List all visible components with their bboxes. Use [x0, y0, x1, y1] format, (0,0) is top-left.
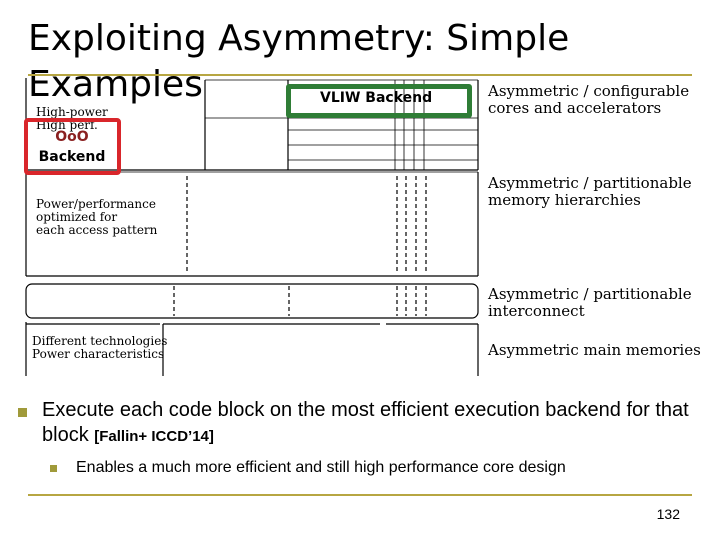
cores-accelerators-label: Asymmetric / configurable cores and acce… — [488, 83, 689, 117]
main-memory-label: Different technologies Power characteris… — [32, 335, 167, 361]
memory-label-line: each access pattern — [36, 223, 158, 237]
interconnect-label: Asymmetric / partitionable interconnect — [488, 286, 692, 320]
main-memories-label: Asymmetric main memories — [488, 342, 701, 359]
main-bullet-text: Execute each code block on the most effi… — [42, 399, 689, 446]
sub-bullet-square-icon — [50, 465, 57, 472]
footer-divider — [28, 494, 692, 496]
title-divider — [28, 74, 692, 76]
main-bullet: Execute each code block on the most effi… — [42, 398, 707, 449]
memory-label-line: Power/performance — [36, 197, 156, 211]
right-label-line: Asymmetric / configurable — [488, 82, 690, 100]
right-label-line: memory hierarchies — [488, 191, 641, 209]
right-label-line: interconnect — [488, 302, 585, 320]
memory-hierarchy-label: Power/performance optimized for each acc… — [36, 198, 157, 237]
sub-bullet-text: Enables a much more efficient and still … — [76, 459, 566, 476]
main-memory-label-line: Different technologies — [32, 334, 168, 348]
ooo-backend-callout — [24, 118, 121, 175]
vliw-backend-label: VLIW Backend — [320, 90, 433, 106]
memory-hierarchies-label: Asymmetric / partitionable memory hierar… — [488, 175, 692, 209]
memory-label-line: optimized for — [36, 210, 118, 224]
right-label-line: Asymmetric / partitionable — [488, 174, 692, 192]
right-label-line: cores and accelerators — [488, 99, 662, 117]
ooo-line: OoO — [55, 129, 89, 145]
vliw-backend-callout — [286, 84, 472, 118]
core-label-line: High-power — [36, 105, 108, 119]
ooo-backend-label: OoO Backend — [27, 127, 117, 167]
backend-line: Backend — [38, 149, 106, 165]
bullet-square-icon — [18, 408, 27, 417]
main-memory-label-line: Power characteristics — [32, 347, 165, 361]
citation: [Fallin+ ICCD’14] — [94, 428, 214, 445]
slide-title: Exploiting Asymmetry: Simple Examples — [28, 18, 570, 105]
right-label-line: Asymmetric / partitionable — [488, 285, 692, 303]
right-label-line: Asymmetric main memories — [488, 341, 701, 359]
page-number: 132 — [656, 506, 680, 522]
